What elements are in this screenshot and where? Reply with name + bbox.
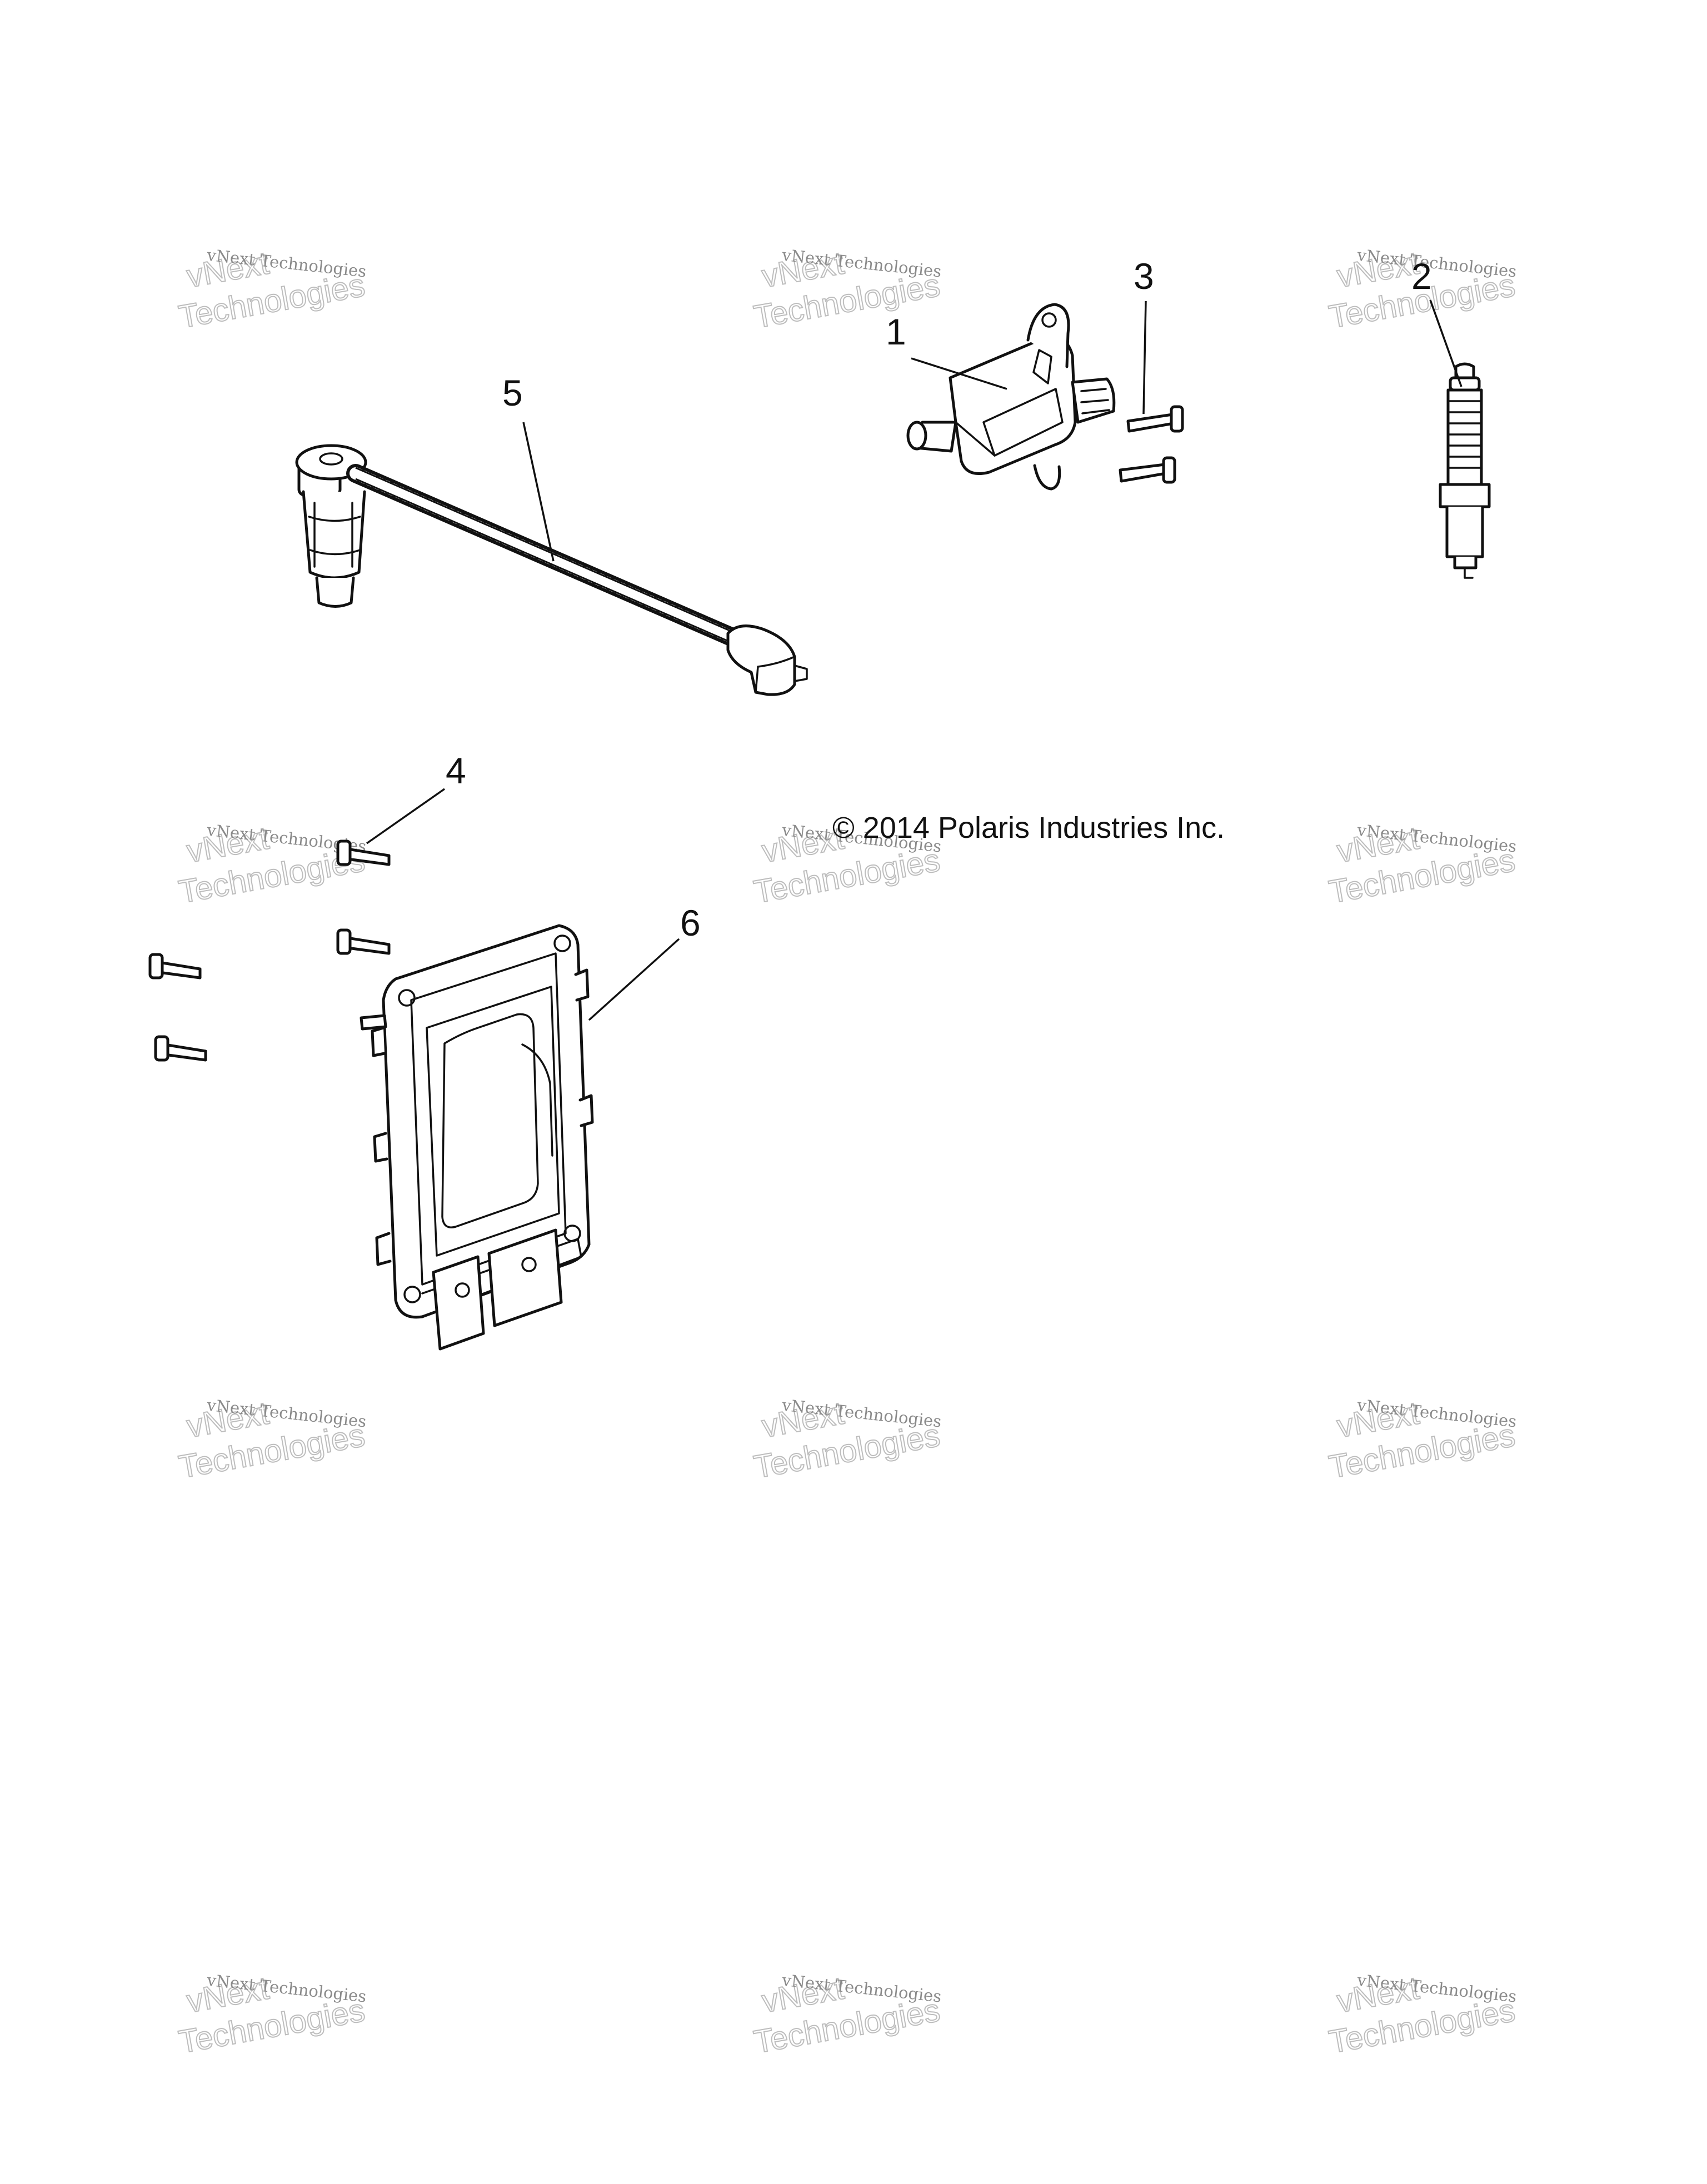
- ecu-module[interactable]: [360, 924, 594, 1351]
- leader-lines: [366, 299, 1463, 1021]
- watermark: vNext Technologies vNext Technologies: [176, 1970, 368, 2061]
- watermark: vNext Technologies vNext Technologies: [751, 244, 944, 336]
- leader-2: [1429, 299, 1463, 387]
- copyright-notice: © 2014 Polaris Industries Inc.: [832, 811, 1225, 844]
- coil-screws[interactable]: [1119, 405, 1184, 484]
- watermark: vNext Technologies vNext Technologies: [1326, 1395, 1519, 1486]
- leader-3: [1142, 301, 1147, 414]
- watermark: vNext Technologies vNext Technologies: [751, 1970, 944, 2061]
- watermark: vNext Technologies vNext Technologies: [176, 1395, 368, 1486]
- spark-plug-wire[interactable]: [295, 444, 808, 696]
- watermark: vNext Technologies vNext Technologies: [751, 1395, 944, 1486]
- leader-1: [911, 357, 1007, 390]
- watermark: vNext Technologies vNext Technologies: [1326, 819, 1519, 911]
- callout-6: 6: [680, 902, 701, 943]
- callout-1: 1: [886, 311, 906, 352]
- callout-3: 3: [1134, 256, 1154, 297]
- leader-5: [522, 422, 555, 562]
- callout-2: 2: [1411, 256, 1432, 297]
- watermark: vNext Technologies vNext Technologies: [176, 244, 368, 336]
- ignition-coil[interactable]: [906, 303, 1116, 491]
- callout-labels: 1 2 3 4 5 6: [446, 256, 1432, 943]
- leader-6: [588, 938, 680, 1021]
- ecu-screws[interactable]: [148, 839, 391, 1062]
- spark-plug[interactable]: [1439, 362, 1491, 579]
- watermark: vNext Technologies vNext Technologies: [1326, 1970, 1519, 2061]
- callout-4: 4: [446, 750, 466, 791]
- callout-5: 5: [502, 372, 523, 413]
- leader-4: [366, 788, 446, 844]
